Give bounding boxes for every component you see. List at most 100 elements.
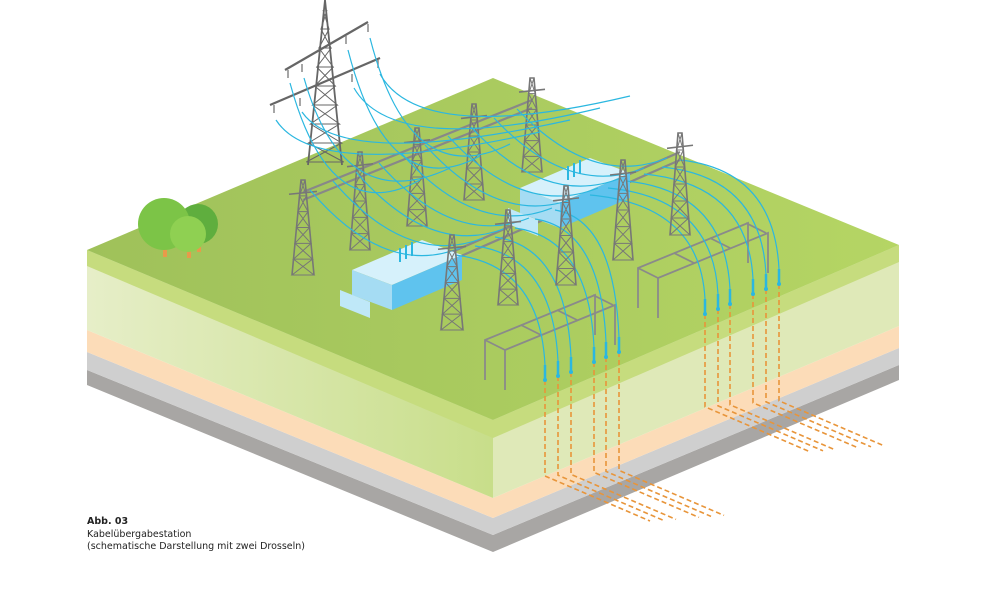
tower-bracing bbox=[617, 176, 629, 194]
tower-crossarm bbox=[666, 144, 694, 150]
frame-bar bbox=[520, 324, 542, 336]
reactor-front bbox=[352, 270, 392, 310]
underground-cable bbox=[778, 284, 885, 447]
tower-crossarm bbox=[437, 245, 467, 251]
tower-bracing bbox=[557, 235, 575, 253]
overhead-cable bbox=[589, 194, 706, 300]
tower-bracing bbox=[297, 195, 309, 213]
tower-bracing bbox=[295, 211, 311, 228]
tower-bracing bbox=[348, 233, 372, 251]
figure-caption: Abb. 03 Kabelübergabestation (schematisc… bbox=[87, 516, 305, 554]
lattice-tower bbox=[666, 132, 694, 236]
reactor-drossel bbox=[508, 158, 630, 236]
tower-bracing bbox=[350, 216, 370, 235]
frame-bar bbox=[637, 267, 659, 279]
tower-bracing bbox=[315, 47, 335, 68]
lattice-tower bbox=[552, 185, 580, 286]
tower-crossarm bbox=[518, 88, 546, 93]
steel-frame bbox=[637, 221, 769, 318]
lattice-tower bbox=[494, 209, 522, 306]
overhead-cable bbox=[474, 245, 559, 362]
tree-icon bbox=[170, 216, 206, 252]
tower-bracing bbox=[462, 183, 486, 201]
terminal-end bbox=[728, 302, 732, 306]
reactor-side bbox=[392, 255, 462, 310]
reactor-base bbox=[508, 208, 538, 236]
tower-bracing bbox=[353, 184, 367, 202]
frame bbox=[484, 293, 596, 380]
tower-bracing bbox=[523, 124, 541, 142]
tower-bracing bbox=[525, 109, 539, 126]
reactor-base bbox=[340, 290, 370, 318]
underground-cable bbox=[557, 376, 664, 521]
tower-bracing bbox=[313, 66, 337, 87]
overhead-cable bbox=[303, 77, 451, 182]
overhead-cable bbox=[289, 82, 421, 194]
tower-bracing bbox=[467, 135, 481, 153]
frame-bar bbox=[556, 309, 578, 321]
frame bbox=[637, 221, 749, 308]
tower-bracing bbox=[674, 149, 686, 168]
figure-number: Abb. 03 bbox=[87, 516, 129, 527]
overhead-cable bbox=[332, 180, 484, 247]
terminal-end bbox=[716, 307, 720, 311]
tower-bracing bbox=[559, 218, 573, 236]
overhead-cable bbox=[275, 119, 541, 155]
soil-left-side bbox=[87, 250, 493, 498]
underground-cable bbox=[618, 352, 725, 517]
tower-crossarm bbox=[346, 162, 374, 168]
tower-bracing bbox=[673, 166, 687, 185]
underground-cables bbox=[544, 284, 885, 522]
tower-bracing bbox=[522, 140, 542, 157]
tower-bracing bbox=[613, 226, 633, 244]
underground-cable bbox=[570, 372, 677, 521]
tower-crossarm bbox=[494, 220, 522, 226]
tower-bracing bbox=[554, 268, 578, 286]
terminal-end bbox=[556, 374, 560, 378]
tower-bracing bbox=[527, 77, 537, 95]
overhead-cable bbox=[424, 144, 576, 207]
tower-bracing bbox=[311, 85, 339, 106]
tower-bracing bbox=[464, 167, 484, 185]
overhead-cable bbox=[494, 236, 572, 358]
tower-bracing bbox=[444, 266, 460, 283]
substation-structures bbox=[269, 0, 781, 390]
tower-bracing bbox=[405, 209, 429, 227]
lattice-tower bbox=[609, 159, 637, 261]
tower-bracing bbox=[616, 193, 630, 211]
tower-bracing bbox=[441, 297, 463, 315]
tower-bracing bbox=[469, 103, 479, 121]
tower-bracing bbox=[520, 155, 544, 173]
tower-bracing bbox=[501, 241, 515, 258]
reactor-side bbox=[560, 173, 630, 228]
tower-bracing bbox=[560, 202, 572, 220]
overhead-cable bbox=[347, 49, 481, 169]
tower-bracing bbox=[447, 234, 457, 252]
tower-bracing bbox=[308, 104, 342, 125]
overhead-cable bbox=[379, 73, 631, 118]
terminal-end bbox=[751, 292, 755, 296]
underground-cable bbox=[593, 362, 700, 519]
terminal-end bbox=[777, 282, 781, 286]
overhead-cable bbox=[643, 173, 754, 280]
tower-bracing bbox=[442, 282, 462, 299]
trees bbox=[138, 198, 218, 258]
tower-bracing bbox=[439, 313, 465, 331]
tower-bracing bbox=[668, 217, 692, 236]
tower-bracing bbox=[290, 258, 316, 276]
tower-bracing bbox=[561, 185, 571, 203]
overhead-cable bbox=[309, 189, 461, 257]
tower-bracing bbox=[446, 250, 458, 268]
overhead-cable bbox=[470, 126, 622, 187]
terminal-end bbox=[543, 378, 547, 382]
gantry-beam bbox=[302, 98, 533, 194]
terminal-end bbox=[764, 287, 768, 291]
grass-edge-left bbox=[87, 250, 493, 438]
tower-bracing bbox=[503, 209, 513, 227]
reactor-top bbox=[520, 158, 630, 203]
overhead-cable bbox=[534, 218, 607, 343]
terminal-end bbox=[617, 350, 621, 354]
tower-bracing bbox=[502, 225, 514, 243]
frame-bar bbox=[673, 252, 695, 264]
